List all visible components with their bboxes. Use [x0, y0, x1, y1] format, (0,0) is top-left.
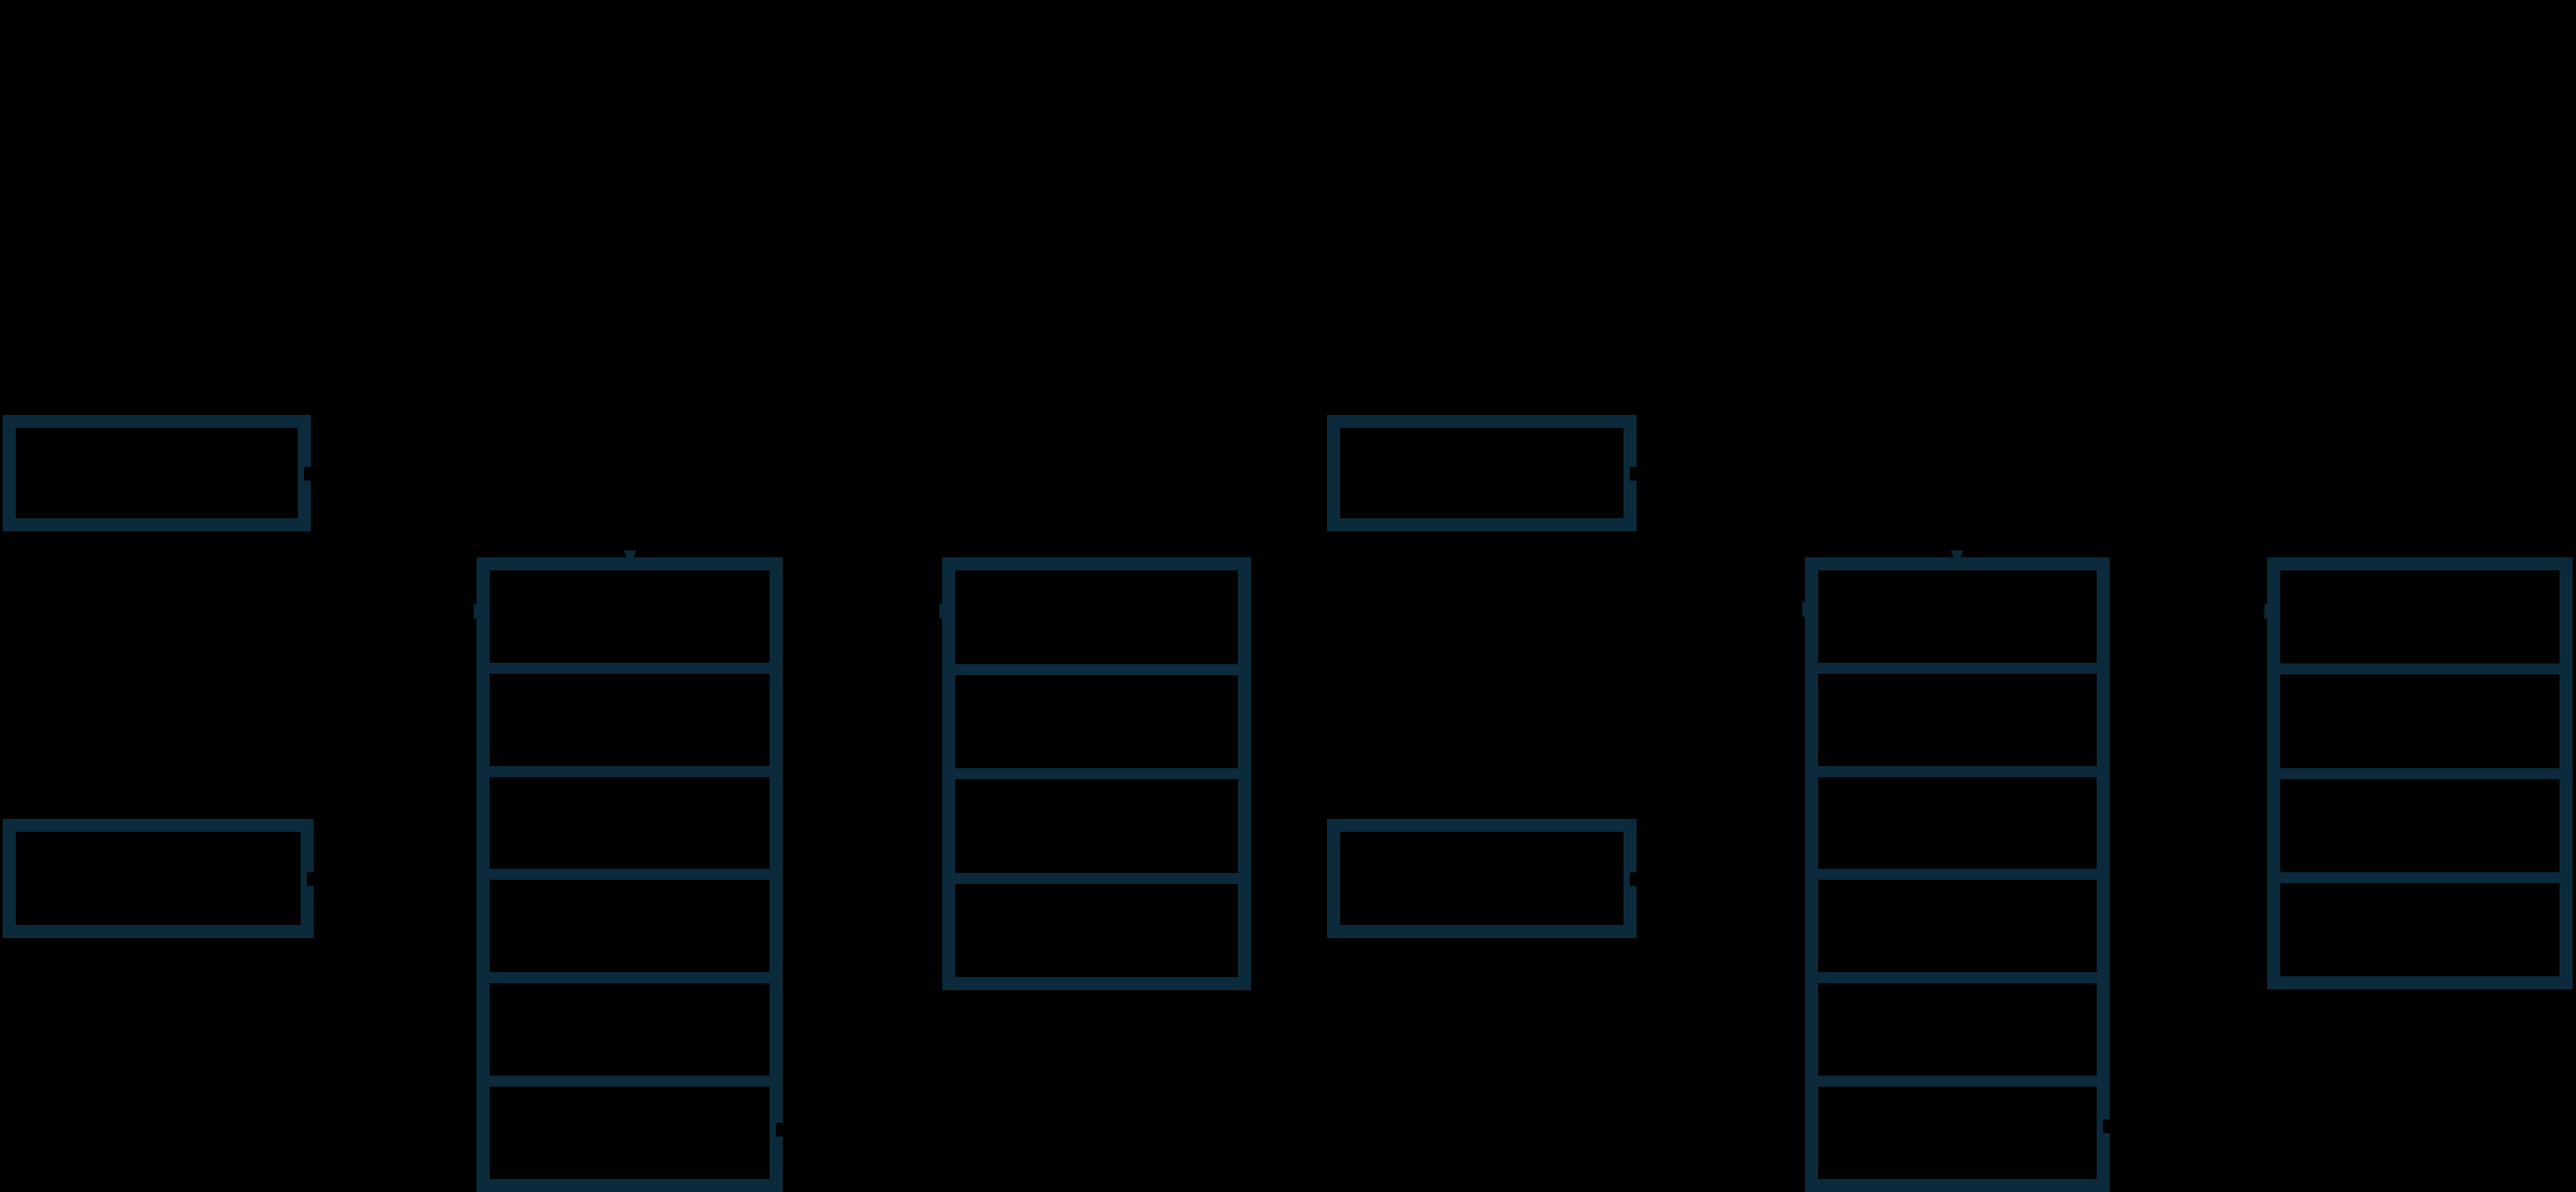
- edge-stub: [776, 1123, 785, 1137]
- entity-body: [16, 832, 301, 925]
- edge-stub: [304, 467, 313, 481]
- entity-box-2-entity: [3, 819, 314, 938]
- edge-stub: [307, 872, 316, 886]
- edge-stub: [1630, 467, 1639, 481]
- arrowhead-down-icon: [1951, 550, 1963, 566]
- entity-box-4-entity: [1327, 819, 1637, 938]
- table-row: [490, 776, 770, 870]
- table-row: [490, 880, 770, 973]
- table-row: [490, 673, 770, 766]
- table-row: [2280, 778, 2560, 872]
- arrowhead-right-icon: [2264, 603, 2278, 620]
- table-row: [1818, 880, 2097, 973]
- table-node-3-table: [1805, 557, 2110, 1192]
- table-row: [490, 983, 770, 1076]
- table-row: [1818, 983, 2097, 1076]
- entity-body: [16, 428, 298, 518]
- entity-box-3-entity: [1327, 415, 1637, 531]
- edge-stub: [1630, 872, 1639, 886]
- edge-stub: [2103, 1119, 2112, 1133]
- table-row: [2280, 883, 2560, 976]
- table-row: [1818, 776, 2097, 870]
- table-row: [2280, 674, 2560, 768]
- table-row: [955, 883, 1238, 977]
- arrowhead-right-icon: [939, 603, 953, 620]
- arrowhead-right-icon: [474, 603, 488, 620]
- table-row: [2280, 570, 2560, 664]
- table-row: [1818, 1087, 2097, 1179]
- table-row: [490, 570, 770, 663]
- entity-body: [1340, 428, 1624, 518]
- arrowhead-down-icon: [624, 550, 636, 566]
- table-row: [490, 1087, 770, 1179]
- table-row: [955, 570, 1238, 664]
- table-row: [1818, 570, 2097, 663]
- table-row: [955, 674, 1238, 768]
- table-node-1-table: [477, 557, 783, 1192]
- arrowhead-right-icon: [1802, 601, 1816, 618]
- table-node-4-table: [2267, 557, 2573, 989]
- table-node-2-table: [942, 557, 1251, 990]
- table-row: [955, 779, 1238, 873]
- table-row: [1818, 673, 2097, 766]
- entity-box-1-entity: [3, 415, 311, 531]
- entity-body: [1340, 832, 1624, 925]
